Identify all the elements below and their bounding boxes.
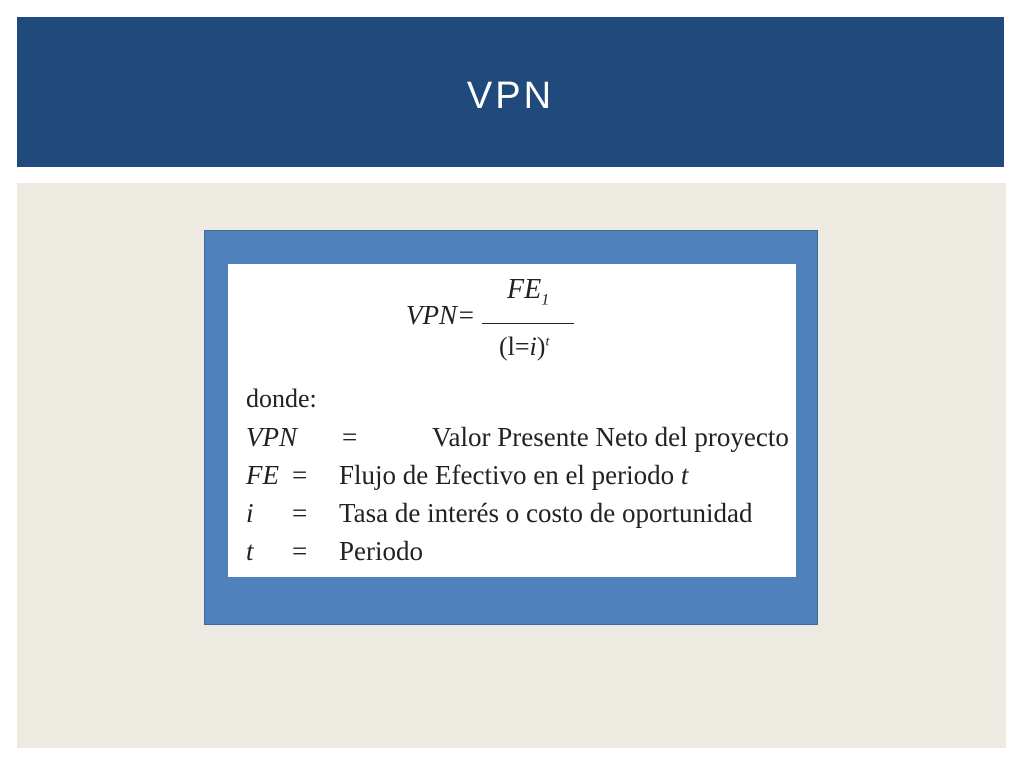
definition-suffix: t	[680, 460, 689, 490]
definition-text: Valor Presente Neto del proyecto	[432, 422, 789, 452]
definition-description: Valor Presente Neto del proyecto	[432, 422, 789, 453]
definition-description: Periodo	[339, 536, 423, 567]
numerator-base: FE	[507, 274, 542, 305]
denominator-superscript: t	[545, 334, 550, 350]
definition-text: Flujo de Efectivo en el periodo	[339, 460, 681, 490]
definition-symbol: i	[246, 498, 254, 528]
definition-symbol: FE	[246, 460, 279, 490]
denominator-var: i	[529, 332, 537, 361]
equation-lhs: VPN=	[406, 300, 476, 330]
fraction-bar	[482, 323, 574, 324]
denominator-close: )	[536, 332, 546, 361]
definition-text: Tasa de interés o costo de oportunidad	[339, 498, 753, 528]
vpn-equation: VPN= FE1 (l=i)t	[406, 274, 606, 364]
slide-title: VPN	[466, 74, 555, 117]
definition-equals: =	[292, 498, 308, 528]
definition-text: Periodo	[339, 536, 423, 566]
fraction-numerator: FE1	[507, 274, 549, 310]
denominator-base: (l=	[499, 332, 530, 361]
formula-image: VPN= FE1 (l=i)t donde: VPN = Valor Prese…	[228, 264, 796, 577]
definition-equals: =	[292, 536, 308, 566]
definition-equals: =	[342, 422, 358, 452]
definition-symbol: t	[246, 536, 254, 566]
definition-symbol: VPN	[246, 422, 297, 452]
definition-description: Tasa de interés o costo de oportunidad	[339, 498, 753, 529]
slide-header: VPN	[17, 17, 1004, 167]
definitions-intro: donde:	[246, 384, 317, 413]
definition-description: Flujo de Efectivo en el periodo t	[339, 460, 688, 491]
definition-equals: =	[292, 460, 308, 490]
equation-fraction: FE1 (l=i)t	[479, 274, 579, 364]
numerator-subscript: 1	[541, 291, 550, 309]
fraction-denominator: (l=i)t	[499, 332, 549, 362]
